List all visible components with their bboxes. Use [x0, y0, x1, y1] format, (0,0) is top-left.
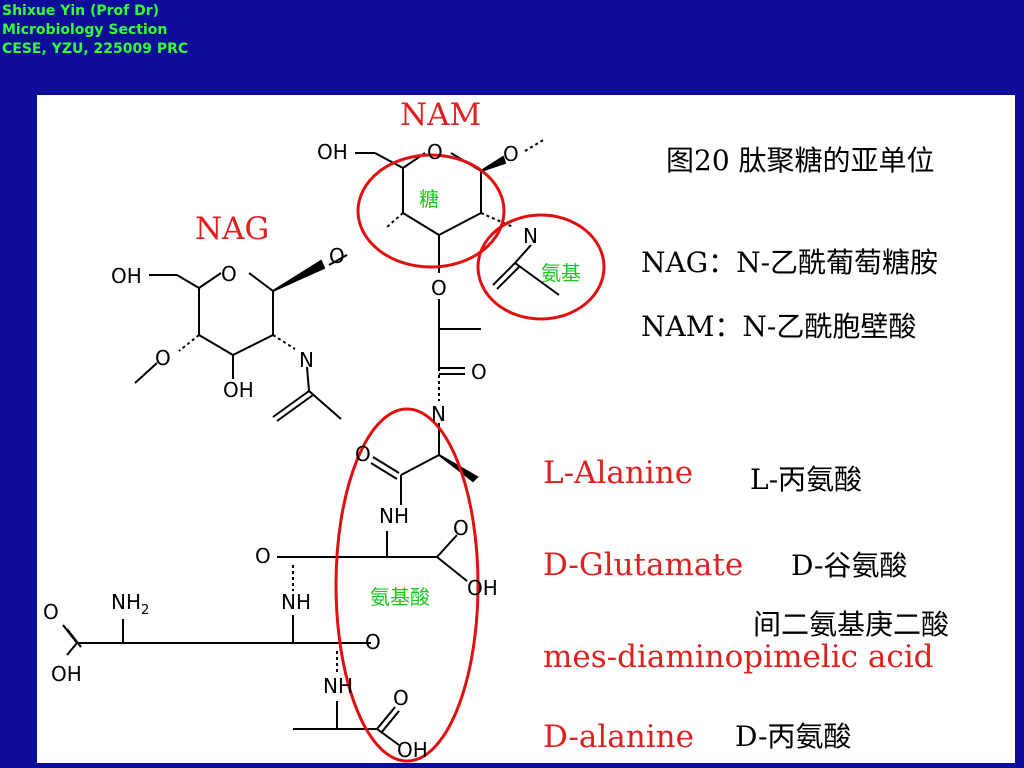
- chem-nh2-dap: NH2: [111, 590, 149, 618]
- dap-en: mes-diaminopimelic acid: [543, 639, 934, 675]
- slide-title: 图20 肽聚糖的亚单位: [666, 144, 935, 177]
- l-alanine-en: L-Alanine: [543, 455, 694, 491]
- chem-o-nam-ring: O: [427, 140, 443, 164]
- chem-oh-glu: OH: [467, 576, 498, 600]
- author-name: Shixue Yin (Prof Dr): [2, 3, 160, 19]
- d-glutamate-en: D-Glutamate: [543, 547, 744, 583]
- chem-oh-dap: OH: [51, 662, 82, 686]
- chem-o-nam-right: O: [503, 142, 519, 166]
- author-section: Microbiology Section: [2, 22, 168, 38]
- dap-cn: 间二氨基庚二酸: [753, 608, 950, 641]
- chem-o-lactyl: O: [431, 276, 447, 300]
- chem-oh-nag-bottom: OH: [223, 378, 254, 402]
- chem-nh-dap: NH: [323, 674, 353, 698]
- chem-o-glycosidic: O: [329, 244, 345, 268]
- chem-o-nag-ring: O: [221, 262, 237, 286]
- tag-amino: 氨基: [541, 261, 581, 285]
- chem-o-nag-left: O: [155, 346, 171, 370]
- label-nam: NAM: [400, 97, 482, 133]
- chem-o-dap-right: O: [365, 630, 381, 654]
- chem-o-glu-top: O: [453, 516, 469, 540]
- author-header: Shixue Yin (Prof Dr) Microbiology Sectio…: [2, 2, 188, 59]
- chem-n-peptide: N: [431, 402, 446, 426]
- chem-n-nam: N: [523, 224, 538, 248]
- chem-nh-glu: NH: [281, 590, 311, 614]
- d-glutamate-cn: D-谷氨酸: [791, 549, 908, 582]
- nam-definition: NAM：N-乙酰胞壁酸: [641, 310, 917, 343]
- l-alanine-cn: L-丙氨酸: [750, 463, 863, 496]
- chem-oh-nam: OH: [317, 140, 348, 164]
- d-alanine-en: D-alanine: [543, 719, 694, 755]
- label-nag: NAG: [195, 211, 270, 247]
- nag-definition: NAG：N-乙酰葡萄糖胺: [641, 246, 939, 279]
- chem-o-d-ala: O: [393, 686, 409, 710]
- chem-o-dap-left: O: [43, 600, 59, 624]
- d-alanine-cn: D-丙氨酸: [735, 720, 852, 753]
- chem-o-carbonyl: O: [471, 360, 487, 384]
- chem-n-nag: N: [299, 348, 314, 372]
- chem-o-glu-left: O: [255, 544, 271, 568]
- author-affiliation: CESE, YZU, 225009 PRC: [2, 41, 189, 57]
- chem-oh-d-ala: OH: [397, 738, 428, 762]
- tag-amino-acid: 氨基酸: [370, 585, 430, 609]
- peptidoglycan-structure: OH O O O N O O N OH O O OH N O NH O O OH…: [43, 138, 606, 763]
- chem-o-ala: O: [355, 442, 371, 466]
- slide-panel: OH O O O N O O N OH O O OH N O NH O O OH…: [37, 95, 1015, 763]
- chem-oh-nag: OH: [111, 264, 142, 288]
- chem-nh-ala: NH: [379, 504, 409, 528]
- tag-sugar: 糖: [419, 187, 439, 211]
